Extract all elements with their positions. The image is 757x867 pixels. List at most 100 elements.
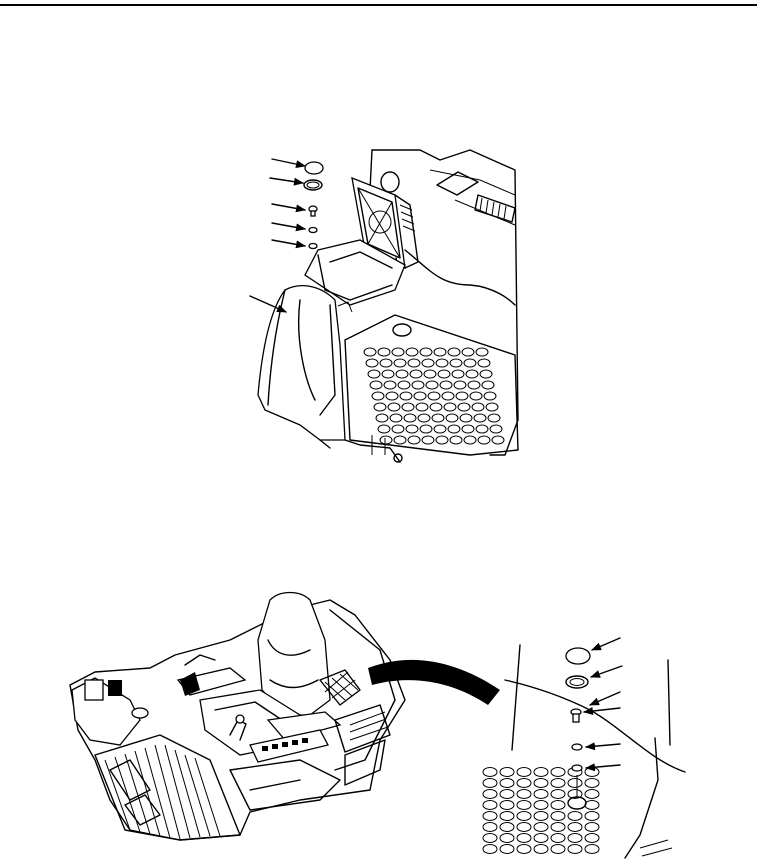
perforation-hole xyxy=(415,402,429,412)
perforation-hole xyxy=(584,811,600,821)
perforation-hole xyxy=(381,369,395,379)
washer-icon xyxy=(571,743,583,751)
perforation-hole xyxy=(567,822,583,832)
perforation-hole xyxy=(367,369,381,379)
perforation-hole xyxy=(499,844,515,854)
perforation-hole xyxy=(429,402,443,412)
perforation-hole xyxy=(433,347,447,357)
perforation-hole xyxy=(377,347,391,357)
perforation-hole xyxy=(391,424,405,434)
perforation-hole xyxy=(584,800,600,810)
o-ring-icon xyxy=(303,179,323,191)
perforation-hole xyxy=(417,413,431,423)
perforation-hole xyxy=(451,369,465,379)
perforation-hole xyxy=(397,380,411,390)
o-ring-icon xyxy=(565,675,589,689)
perforation-hole xyxy=(453,380,467,390)
perforation-hole xyxy=(449,358,463,368)
perforation-hole xyxy=(443,402,457,412)
perforation-hole xyxy=(482,778,498,788)
perforation-hole xyxy=(567,811,583,821)
perforation-hole xyxy=(487,413,501,423)
perforation-hole xyxy=(457,402,471,412)
perforation-hole xyxy=(391,347,405,357)
perforation-hole xyxy=(550,822,566,832)
perforation-hole xyxy=(393,358,407,368)
perforation-hole xyxy=(435,358,449,368)
perforation-hole xyxy=(387,402,401,412)
perforation-hole xyxy=(369,380,383,390)
perforation-hole xyxy=(499,789,515,799)
perforation-hole xyxy=(584,767,600,777)
page-top-rule xyxy=(0,4,757,6)
perforation-hole xyxy=(465,369,479,379)
perforation-hole xyxy=(482,789,498,799)
perforation-hole xyxy=(516,811,532,821)
cap-icon xyxy=(565,647,591,665)
perforation-hole xyxy=(441,391,455,401)
perforation-hole xyxy=(435,435,449,445)
perforation-hole xyxy=(421,358,435,368)
perforation-hole xyxy=(550,833,566,843)
callout-arrows-top xyxy=(249,158,306,313)
perforation-hole xyxy=(377,424,391,434)
perforation-hole xyxy=(550,811,566,821)
washer-icon xyxy=(308,226,318,234)
perforation-hole xyxy=(550,778,566,788)
perforation-hole xyxy=(499,767,515,777)
perforation-hole xyxy=(584,833,600,843)
machine-cab-icon xyxy=(69,591,406,841)
perforation-hole xyxy=(482,767,498,777)
perforation-hole xyxy=(383,380,397,390)
perforation-hole xyxy=(475,347,489,357)
parts-stack-top xyxy=(303,161,324,250)
perforation-hole xyxy=(459,413,473,423)
perforation-hole xyxy=(516,844,532,854)
perforation-hole xyxy=(479,369,493,379)
cap-icon xyxy=(304,161,324,175)
perforation-hole xyxy=(482,833,498,843)
perforation-hole xyxy=(431,413,445,423)
perforation-hole xyxy=(409,369,423,379)
washer-icon xyxy=(308,242,318,250)
perforation-hole xyxy=(447,424,461,434)
perforation-hole xyxy=(423,369,437,379)
perforation-hole xyxy=(533,778,549,788)
perforation-hole xyxy=(363,347,377,357)
perforation-hole xyxy=(499,800,515,810)
perforation-hole xyxy=(425,380,439,390)
perforation-hole xyxy=(421,435,435,445)
perforation-hole xyxy=(463,358,477,368)
perforation-hole xyxy=(533,800,549,810)
callout-arrows-bottom xyxy=(583,637,623,772)
floor-perforations-top xyxy=(363,347,505,445)
perforation-hole xyxy=(550,767,566,777)
perforation-hole xyxy=(419,424,433,434)
perforation-hole xyxy=(475,424,489,434)
perforation-hole xyxy=(516,778,532,788)
perforation-hole xyxy=(469,391,483,401)
perforation-hole xyxy=(405,347,419,357)
perforation-hole xyxy=(477,435,491,445)
perforation-hole xyxy=(403,413,417,423)
perforation-hole xyxy=(584,789,600,799)
perforation-hole xyxy=(482,811,498,821)
perforation-hole xyxy=(375,413,389,423)
perforation-hole xyxy=(485,402,499,412)
perforation-hole xyxy=(533,833,549,843)
perforation-hole xyxy=(567,844,583,854)
perforation-hole xyxy=(449,435,463,445)
perforation-hole xyxy=(385,391,399,401)
perforation-hole xyxy=(567,833,583,843)
perforation-hole xyxy=(437,369,451,379)
perforation-hole xyxy=(373,402,387,412)
perforation-hole xyxy=(463,435,477,445)
perforation-hole xyxy=(455,391,469,401)
perforation-hole xyxy=(393,435,407,445)
perforation-hole xyxy=(550,844,566,854)
perforation-hole xyxy=(516,833,532,843)
perforation-hole xyxy=(407,435,421,445)
perforation-hole xyxy=(461,347,475,357)
perforation-hole xyxy=(395,369,409,379)
perforation-hole xyxy=(584,778,600,788)
